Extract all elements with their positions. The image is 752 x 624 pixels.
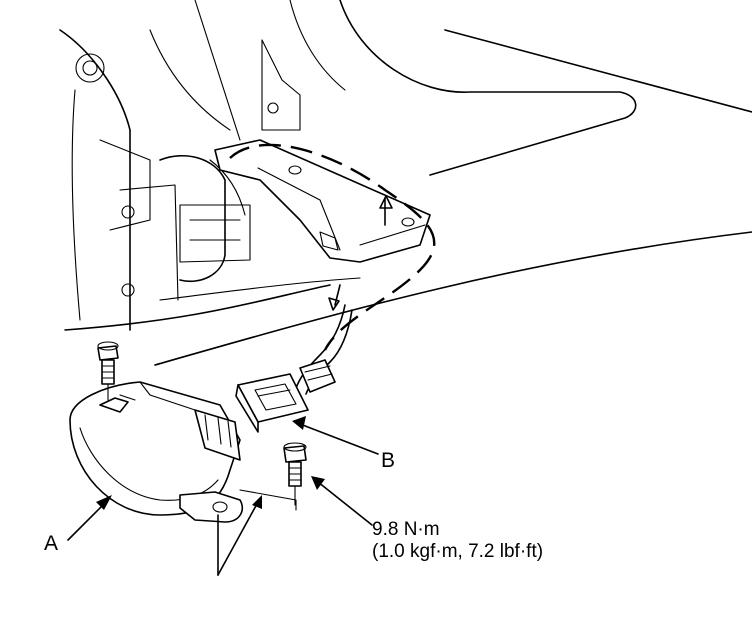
- bolt-lower-drawing: [283, 442, 307, 506]
- torque-value: 9.8 N·m: [372, 519, 440, 540]
- callout-label-a: A: [44, 532, 59, 555]
- torque-spec: 9.8 N·m (1.0 kgf·m, 7.2 lbf·ft): [372, 519, 543, 563]
- harness-connector-b-drawing: [235, 304, 353, 433]
- bolt-upper-drawing: [97, 341, 119, 401]
- callout-label-b: B: [381, 449, 396, 472]
- torque-conversion: (1.0 kgf·m, 7.2 lbf·ft): [372, 540, 544, 562]
- control-unit-a-drawing: [69, 381, 244, 523]
- leader-lines: [67, 416, 379, 576]
- vehicle-body-linework: [59, 0, 752, 366]
